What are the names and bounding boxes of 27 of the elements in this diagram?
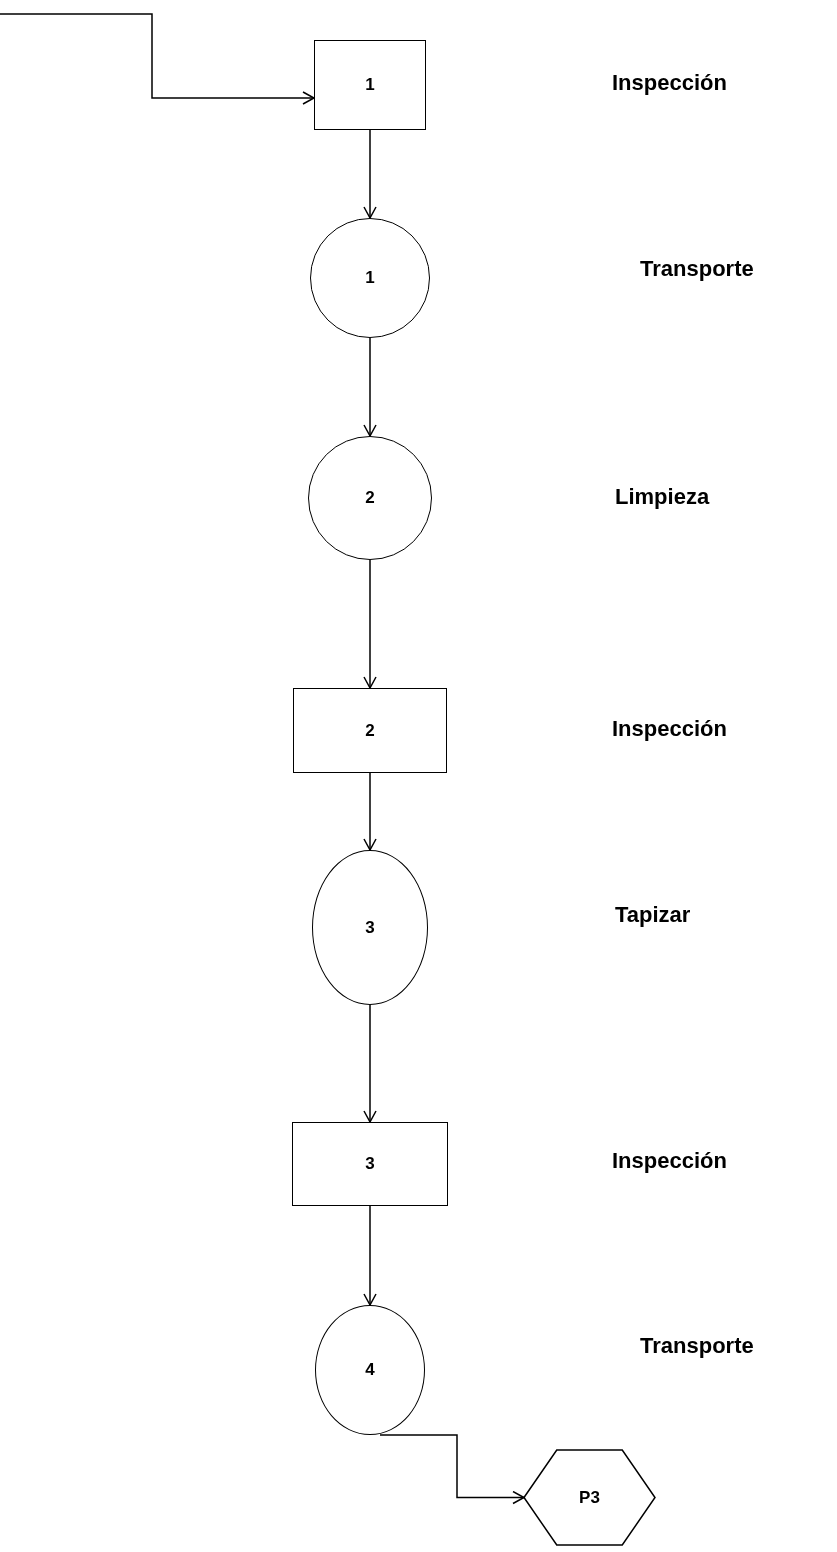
step-label: Inspección [612, 70, 727, 96]
inspection-box [314, 40, 426, 130]
node-number: 3 [365, 917, 375, 938]
arrow [379, 1434, 525, 1505]
arrow [363, 1205, 377, 1306]
node-number: 1 [365, 268, 375, 288]
step-label: Tapizar [615, 902, 691, 928]
arrow [363, 1004, 377, 1123]
node-number: 1 [365, 75, 375, 95]
node-number: P3 [579, 1487, 600, 1508]
arrow [0, 13, 315, 105]
arrow [363, 337, 377, 437]
inspection-box [293, 688, 447, 773]
node-number: 2 [365, 488, 375, 508]
inspection-box [292, 1122, 448, 1206]
step-label: Transporte [640, 1333, 754, 1359]
arrow [363, 559, 377, 689]
arrow [363, 129, 377, 219]
node-number: 2 [365, 720, 375, 741]
hexagon-connector [524, 1450, 655, 1545]
step-label: Transporte [640, 256, 754, 282]
arrow [363, 772, 377, 851]
step-label: Inspección [612, 1148, 727, 1174]
node-number: 3 [365, 1154, 375, 1174]
step-label: Inspección [612, 716, 727, 742]
step-label: Limpieza [615, 484, 710, 510]
node-number: 4 [365, 1360, 375, 1380]
